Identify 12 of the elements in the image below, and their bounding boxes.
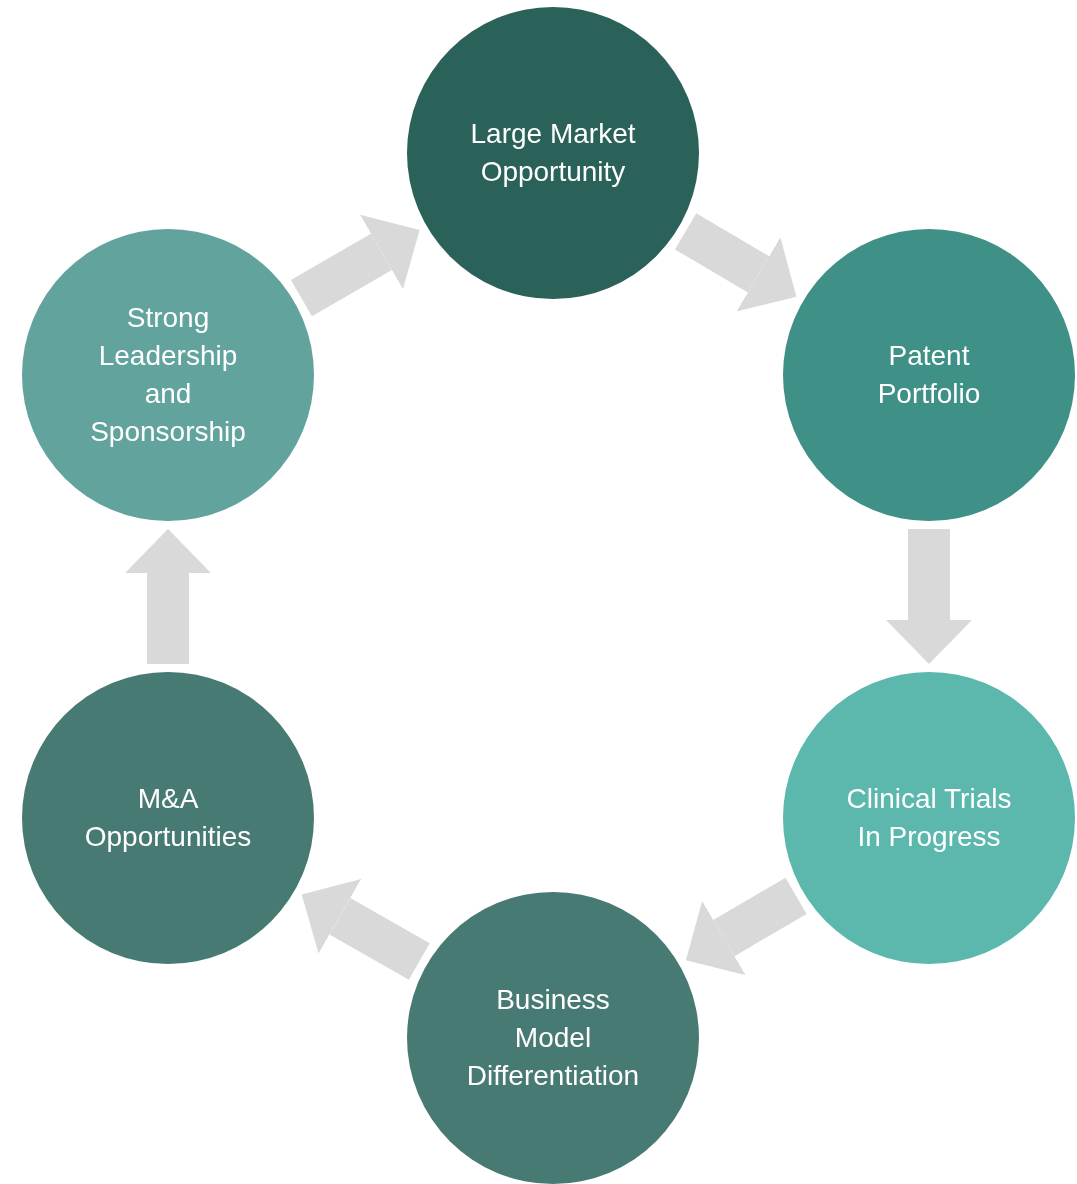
circle-label: Strong Leadership and Sponsorship [89,301,247,449]
block-arrow [674,213,797,312]
block-arrow [685,877,807,976]
block-arrow [125,529,211,664]
circle-label: Business Model Differentiation [465,983,641,1093]
circle-label: Clinical Trials In Progress [845,782,1013,854]
circle-label: Patent Portfolio [876,339,982,411]
circle-label: M&A Opportunities [83,782,253,854]
block-arrow [290,214,420,317]
circle-label: Large Market Opportunity [469,117,637,189]
block-arrow [301,878,430,980]
block-arrow [886,529,972,664]
